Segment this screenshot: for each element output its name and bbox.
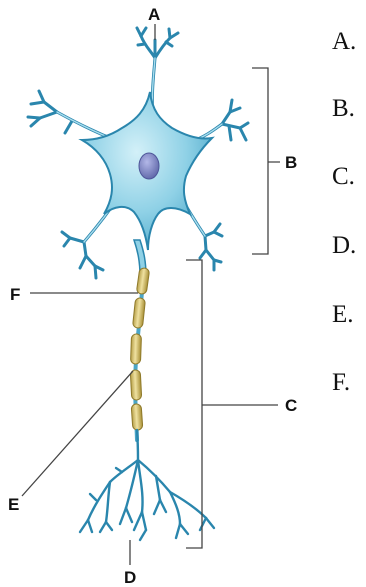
myelin-segment [132, 298, 145, 329]
callout-e: E [8, 495, 19, 514]
callout-c: C [285, 396, 297, 415]
callout-d: D [124, 568, 136, 587]
myelin-segment [131, 404, 143, 431]
answer-item-c: C. [332, 164, 355, 189]
myelin-segment [130, 370, 142, 400]
callout-f: F [10, 285, 20, 304]
answer-item-e: E. [332, 302, 354, 327]
callout-a: A [148, 5, 160, 24]
answer-item-d: D. [332, 233, 356, 258]
callout-b: B [285, 153, 297, 172]
answer-item-a: A. [332, 29, 356, 54]
myelin-segment [136, 267, 150, 294]
axon-terminals [80, 430, 214, 540]
myelin-segment [130, 334, 141, 364]
myelin-sheath [130, 267, 150, 430]
bracket-b [252, 68, 280, 254]
answer-item-b: B. [332, 96, 355, 121]
nucleus [139, 153, 159, 179]
bracket-c [186, 260, 278, 548]
answer-item-f: F. [332, 370, 350, 395]
